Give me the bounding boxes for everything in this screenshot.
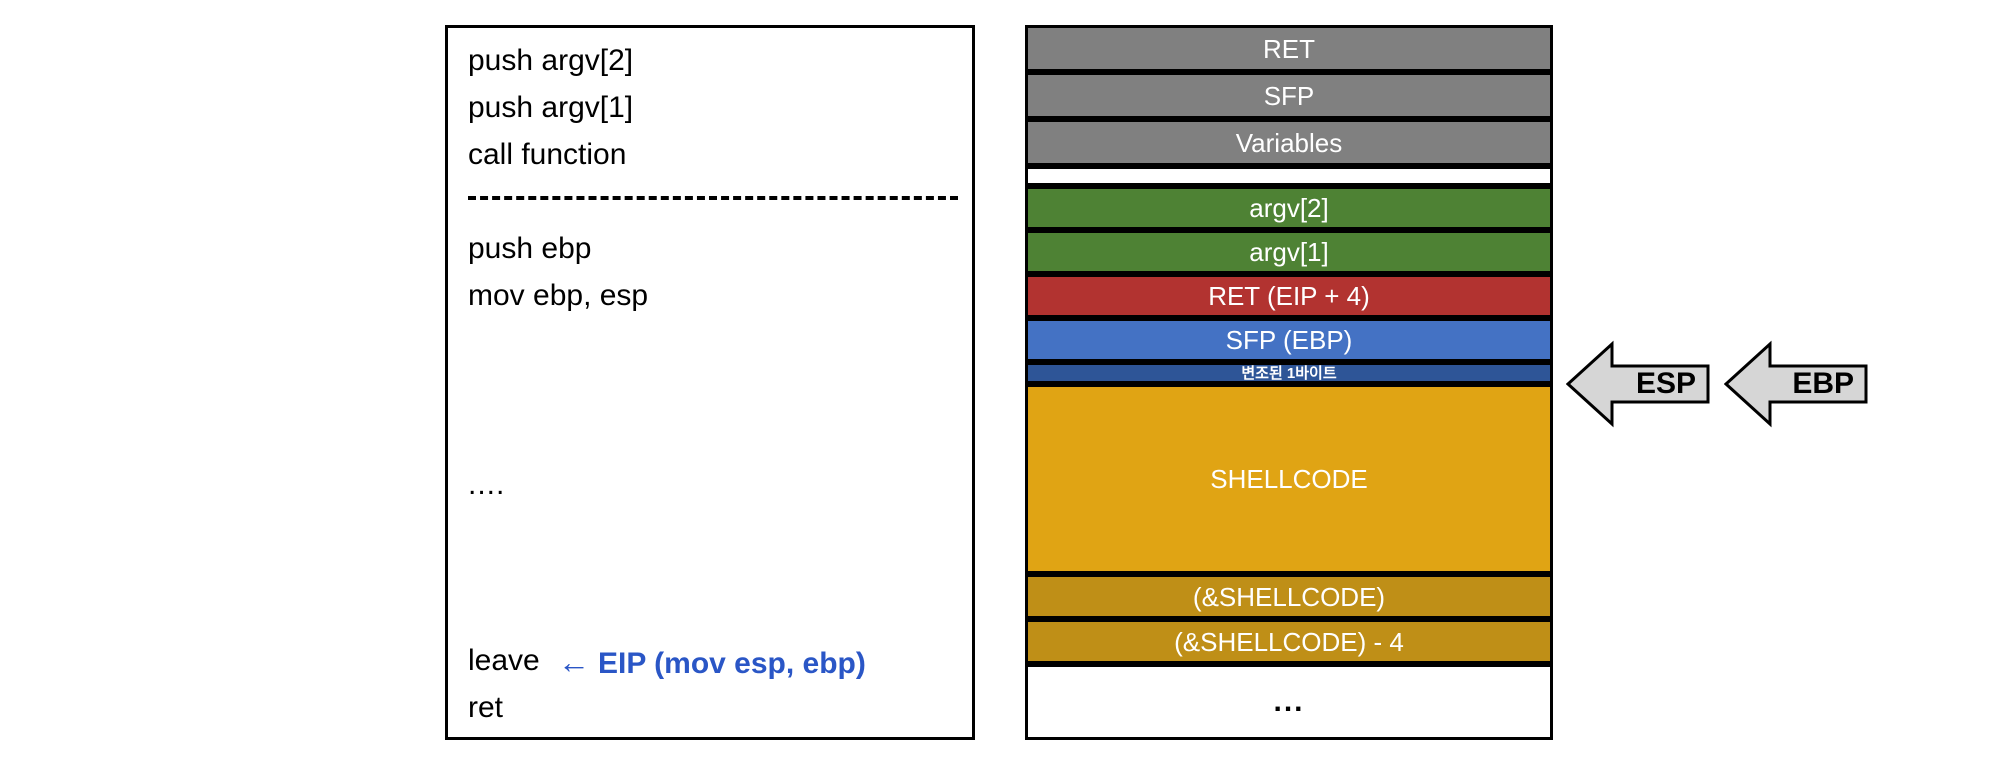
register-pointer-ebp: EBP (1724, 340, 1868, 428)
register-label-esp: ESP (1635, 367, 1696, 400)
code-ellipsis: .... (468, 468, 506, 501)
stack-row-variables-label: Variables (1235, 127, 1343, 158)
stack-row-more-label: ... (1273, 685, 1305, 718)
register-pointer-esp: ESP (1566, 340, 1710, 428)
stack-row-sfp-outer: SFP (1025, 72, 1553, 119)
eip-annotation: ←EIP (mov esp, ebp) (558, 644, 866, 681)
eip-annotation-label: EIP (mov esp, ebp) (598, 647, 866, 680)
stack-row-tampered-byte-label: 변조된 1바이트 (1241, 364, 1337, 382)
stack-row-addr-shellcode: (&SHELLCODE) (1025, 574, 1553, 619)
stack-row-shellcode-label: SHELLCODE (1210, 464, 1368, 494)
code-line-push-argv1: push argv[1] (468, 91, 634, 124)
stack-row-argv1: argv[1] (1025, 230, 1553, 274)
stack-row-tampered-byte: 변조된 1바이트 (1025, 362, 1553, 384)
dashed-divider (468, 196, 958, 200)
stack-row-ret-outer: RET (1025, 25, 1553, 72)
code-line-ret: ret (468, 691, 504, 724)
left-arrow-shape-icon (1566, 340, 1710, 428)
stack-row-sfp-ebp: SFP (EBP) (1025, 318, 1553, 362)
stack-row-shellcode: SHELLCODE (1025, 384, 1553, 574)
stack-row-addr-shellcode-label: (&SHELLCODE) (1192, 581, 1386, 612)
assembly-code-panel: push argv[2] push argv[1] call function … (445, 25, 975, 740)
code-line-call-function: call function (468, 138, 627, 171)
register-label-ebp: EBP (1792, 367, 1854, 400)
left-arrow-icon: ← (558, 644, 590, 680)
code-line-leave: leave (468, 644, 540, 677)
stack-row-addr-shellcode-minus-4-label: (&SHELLCODE) - 4 (1174, 626, 1404, 657)
code-line-mov-ebp-esp: mov ebp, esp (468, 279, 649, 312)
stack-row-addr-shellcode-minus-4: (&SHELLCODE) - 4 (1025, 619, 1553, 664)
code-line-push-argv2: push argv[2] (468, 44, 634, 77)
left-arrow-shape-icon (1724, 340, 1868, 428)
stack-row-variables: Variables (1025, 119, 1553, 166)
stack-row-more: ... (1025, 664, 1553, 740)
stack-row-ret-eip4: RET (EIP + 4) (1025, 274, 1553, 318)
stack-row-ret-outer-label: RET (1263, 33, 1315, 64)
stack-row-argv2-label: argv[2] (1249, 193, 1329, 223)
code-line-push-ebp: push ebp (468, 232, 592, 265)
stack-row-ret-eip4-label: RET (EIP + 4) (1208, 281, 1370, 311)
stack-row-sfp-ebp-label: SFP (EBP) (1225, 325, 1353, 355)
stack-row-argv2: argv[2] (1025, 186, 1553, 230)
stack-row-gap (1025, 166, 1553, 186)
stack-row-argv1-label: argv[1] (1249, 237, 1329, 267)
stack-row-sfp-outer-label: SFP (1263, 80, 1315, 111)
stack-layout-diagram: RET SFP Variables argv[2] argv[1] RET (EIP + … (1025, 25, 1553, 740)
